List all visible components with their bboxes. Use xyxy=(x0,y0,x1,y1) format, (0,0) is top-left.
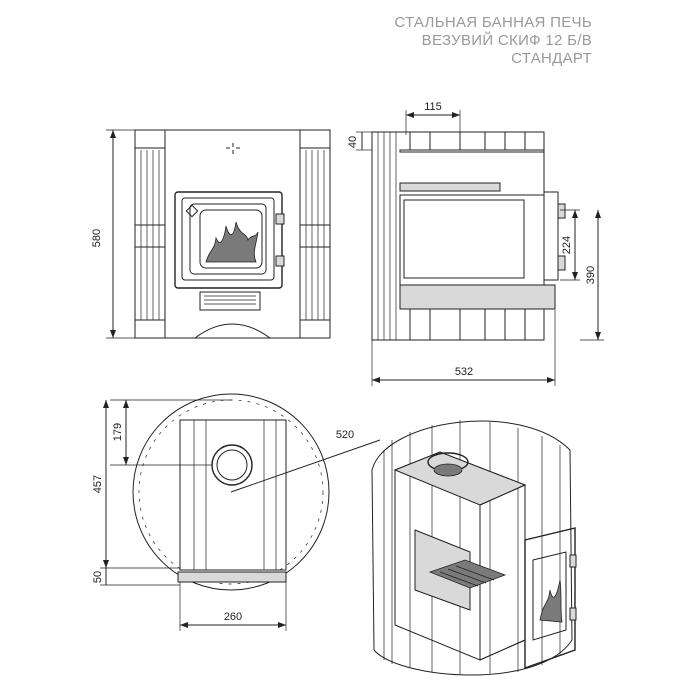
top-view: 520 179 457 50 260 xyxy=(92,393,381,631)
dim-top-base-width: 260 xyxy=(224,611,242,623)
dim-side-door-height: 224 xyxy=(561,236,573,254)
dim-top-base: 50 xyxy=(92,571,104,583)
dim-front-height: 580 xyxy=(91,229,103,247)
dim-side-depth: 532 xyxy=(455,366,473,378)
door-glass xyxy=(199,209,263,269)
flame-icon xyxy=(205,221,259,263)
dim-top-offset: 179 xyxy=(112,423,124,441)
front-left-mesh xyxy=(134,129,166,339)
chimney-outlet xyxy=(211,444,253,486)
front-right-mesh xyxy=(299,129,331,339)
title-line-2: ВЕЗУВИЙ СКИФ 12 Б/В xyxy=(421,32,592,49)
dim-top-diameter: 520 xyxy=(336,429,354,441)
ash-pan xyxy=(199,291,261,311)
side-view: 115 40 224 390 532 xyxy=(347,101,604,386)
side-door xyxy=(543,191,559,281)
dim-side-top-width: 115 xyxy=(424,101,442,113)
dim-side-top-height: 40 xyxy=(347,136,359,148)
front-view: 580 xyxy=(91,129,331,339)
front-door-frame xyxy=(174,191,283,289)
title-line-3: СТАНДАРТ xyxy=(511,50,592,67)
door-emblem-icon xyxy=(185,204,199,218)
dim-top-total: 457 xyxy=(92,475,104,493)
title-block: СТАЛЬНАЯ БАННАЯ ПЕЧЬ ВЕЗУВИЙ СКИФ 12 Б/В… xyxy=(394,14,592,68)
dim-side-total-height: 390 xyxy=(585,266,597,284)
top-outer-circle xyxy=(132,393,330,591)
isometric-view xyxy=(371,420,577,676)
iso-flame-icon xyxy=(539,579,563,623)
iso-door xyxy=(524,527,576,669)
title-line-1: СТАЛЬНАЯ БАННАЯ ПЕЧЬ xyxy=(394,14,592,31)
